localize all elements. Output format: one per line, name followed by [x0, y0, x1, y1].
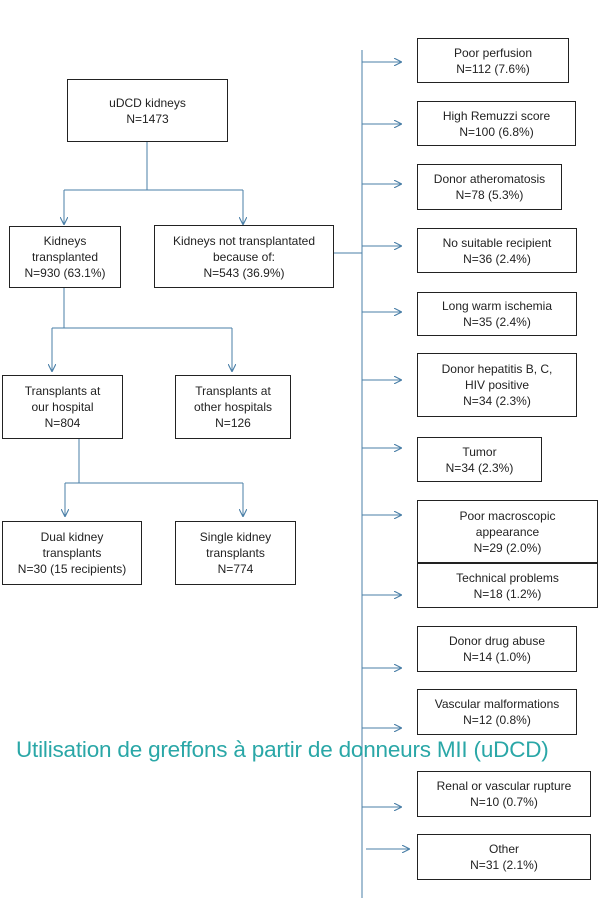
reason-poor-perfusion: Poor perfusion N=112 (7.6%) — [417, 38, 569, 83]
reason-long-warm-ischemia: Long warm ischemia N=35 (2.4%) — [417, 292, 577, 336]
overlay-caption: Utilisation de greffons à partir de donn… — [16, 737, 549, 762]
reason-donor-atheromatosis: Donor atheromatosis N=78 (5.3%) — [417, 164, 562, 210]
node-transplants-our-hospital: Transplants at our hospital N=804 — [2, 375, 123, 439]
reason-donor-drug-abuse: Donor drug abuse N=14 (1.0%) — [417, 626, 577, 672]
node-kidneys-not-transplanted: Kidneys not transplantated because of: N… — [154, 225, 334, 288]
reason-poor-macroscopic-appearance: Poor macroscopic appearance N=29 (2.0%) — [417, 500, 598, 563]
reason-high-remuzzi-score: High Remuzzi score N=100 (6.8%) — [417, 101, 576, 146]
reason-renal-vascular-rupture: Renal or vascular rupture N=10 (0.7%) — [417, 771, 591, 817]
node-dual-kidney-transplants: Dual kidney transplants N=30 (15 recipie… — [2, 521, 142, 585]
reason-no-suitable-recipient: No suitable recipient N=36 (2.4%) — [417, 228, 577, 273]
reason-tumor: Tumor N=34 (2.3%) — [417, 437, 542, 482]
node-single-kidney-transplants: Single kidney transplants N=774 — [175, 521, 296, 585]
reason-technical-problems: Technical problems N=18 (1.2%) — [417, 563, 598, 608]
reason-other: Other N=31 (2.1%) — [417, 834, 591, 880]
node-udcd-kidneys: uDCD kidneys N=1473 — [67, 79, 228, 142]
node-transplants-other-hospitals: Transplants at other hospitals N=126 — [175, 375, 291, 439]
reason-vascular-malformations: Vascular malformations N=12 (0.8%) — [417, 689, 577, 735]
reason-donor-hepatitis-hiv: Donor hepatitis B, C, HIV positive N=34 … — [417, 353, 577, 417]
node-kidneys-transplanted: Kidneys transplanted N=930 (63.1%) — [9, 226, 121, 288]
